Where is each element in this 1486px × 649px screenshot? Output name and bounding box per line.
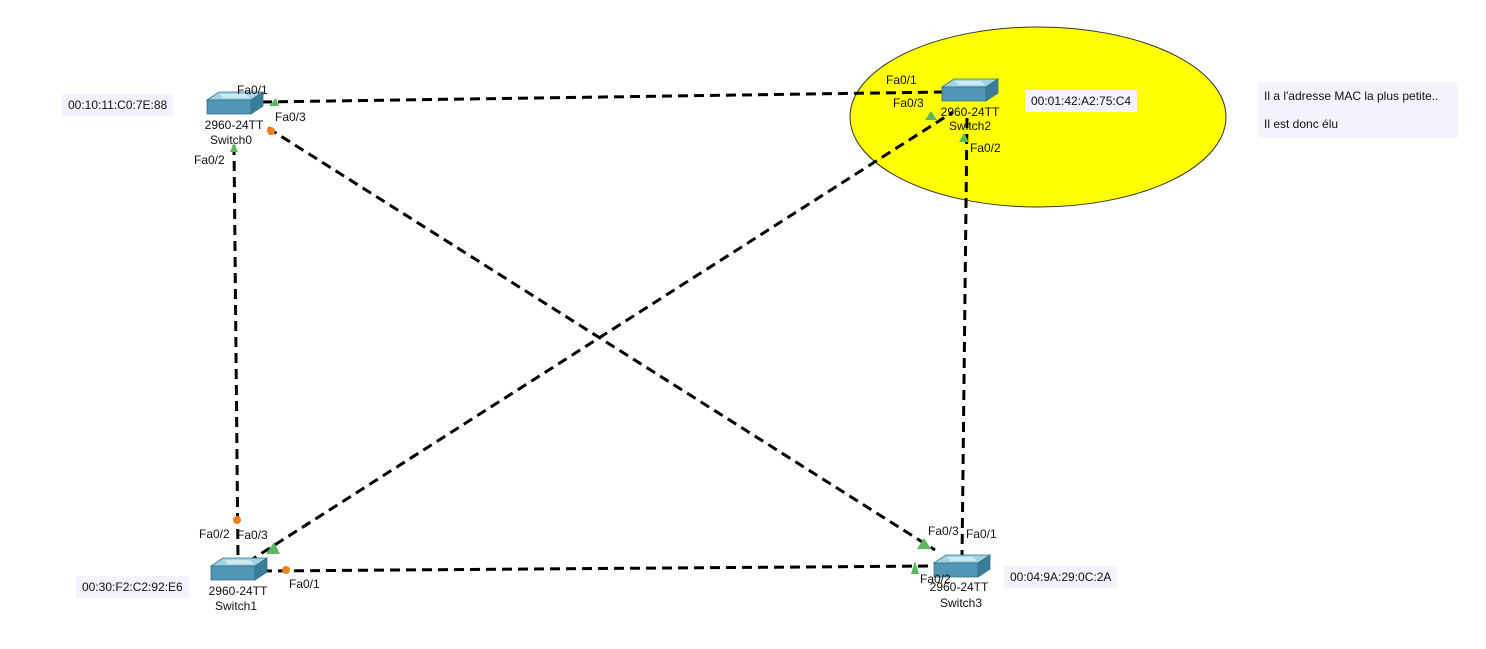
- port-label: Fa0/3: [275, 110, 306, 124]
- port-up-marker: [230, 143, 238, 152]
- note-line: Il est donc élu: [1264, 117, 1339, 131]
- root-bridge-note[interactable]: Il a l'adresse MAC la plus petite.. Il e…: [1258, 82, 1458, 138]
- link-switch0-switch2[interactable]: [261, 90, 946, 104]
- port-label: Fa0/1: [289, 577, 320, 591]
- port-label: Fa0/1: [966, 527, 997, 541]
- port-label: Fa0/3: [893, 96, 924, 110]
- port-blocked-marker: [282, 566, 290, 574]
- link-switch2-switch3[interactable]: [960, 117, 969, 559]
- port-blocked-marker: [267, 127, 275, 135]
- port-label: Fa0/2: [920, 572, 951, 586]
- switch-name-label: Switch1: [214, 599, 258, 613]
- switch-name-label: Switch3: [939, 596, 983, 610]
- port-up-marker: [925, 111, 937, 120]
- link-switch1-switch3[interactable]: [261, 564, 936, 573]
- port-label: Fa0/2: [194, 153, 225, 167]
- switch-model-label: 2960-24TT: [208, 584, 268, 598]
- port-label: Fa0/3: [237, 528, 268, 542]
- port-up-marker: [959, 133, 969, 142]
- switch-model-label: 2960-24TT: [940, 105, 1000, 119]
- switch-icon[interactable]: [940, 78, 1000, 102]
- mac-label-switch1[interactable]: 00:30:F2:C2:92:E6: [76, 576, 189, 598]
- switch-name-label: Switch2: [948, 119, 992, 133]
- port-label: Fa0/2: [970, 141, 1001, 155]
- switch-icon[interactable]: [209, 557, 269, 581]
- switch-name-label: Switch0: [209, 133, 253, 147]
- root-bridge-highlight[interactable]: [849, 26, 1227, 208]
- switch-model-label: 2960-24TT: [929, 580, 989, 594]
- note-line: Il a l'adresse MAC la plus petite..: [1264, 89, 1439, 103]
- mac-label-switch3[interactable]: 00:04:9A:29:0C:2A: [1004, 566, 1118, 588]
- port-label: Fa0/3: [928, 524, 959, 538]
- port-up-marker: [917, 538, 931, 549]
- port-label: Fa0/1: [237, 83, 268, 97]
- port-label: Fa0/1: [886, 73, 917, 87]
- port-label: Fa0/2: [199, 527, 230, 541]
- switch-icon[interactable]: [205, 91, 265, 115]
- port-up-marker: [269, 98, 279, 106]
- link-switch0-switch1[interactable]: [232, 144, 240, 561]
- port-up-marker: [266, 542, 280, 554]
- mac-label-switch0[interactable]: 00:10:11:C0:7E:88: [62, 94, 174, 116]
- switch-model-label: 2960-24TT: [204, 118, 264, 132]
- port-markers: [230, 98, 969, 574]
- port-up-marker: [911, 561, 919, 574]
- mac-label-switch2[interactable]: 00:01:42:A2:75:C4: [1025, 90, 1138, 112]
- port-blocked-marker: [233, 516, 241, 524]
- link-switch1-switch2[interactable]: [247, 110, 954, 564]
- link-switch0-switch3[interactable]: [267, 126, 936, 552]
- switch-icon[interactable]: [932, 554, 992, 578]
